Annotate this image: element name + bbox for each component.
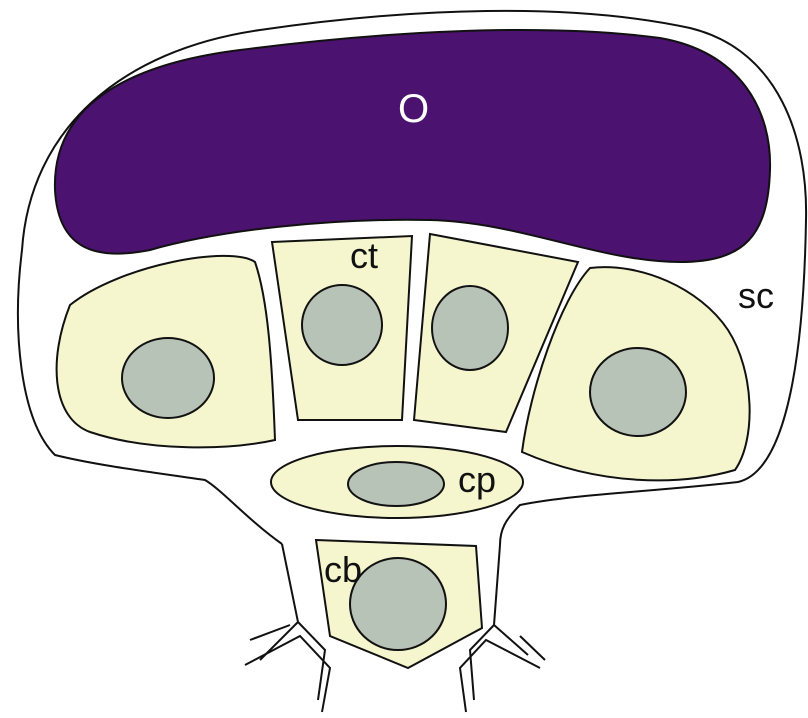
- label-o: O: [398, 87, 429, 131]
- nucleus-ct-1: [302, 285, 382, 365]
- label-ct: ct: [350, 235, 378, 276]
- nucleus-ct-2: [432, 286, 508, 370]
- stalk-wall-right-outer: [520, 636, 545, 660]
- nucleus-cp: [348, 462, 444, 506]
- label-cp: cp: [458, 459, 496, 500]
- nucleus-cb: [350, 558, 446, 650]
- stalk-wall-left: [260, 544, 325, 700]
- nucleus-left: [122, 338, 214, 418]
- label-sc: sc: [738, 275, 774, 316]
- label-cb: cb: [324, 549, 362, 590]
- nucleus-right: [590, 348, 686, 436]
- stalk-wall-left-outer: [250, 625, 290, 640]
- stalk-wall-bottom-left: [245, 636, 330, 712]
